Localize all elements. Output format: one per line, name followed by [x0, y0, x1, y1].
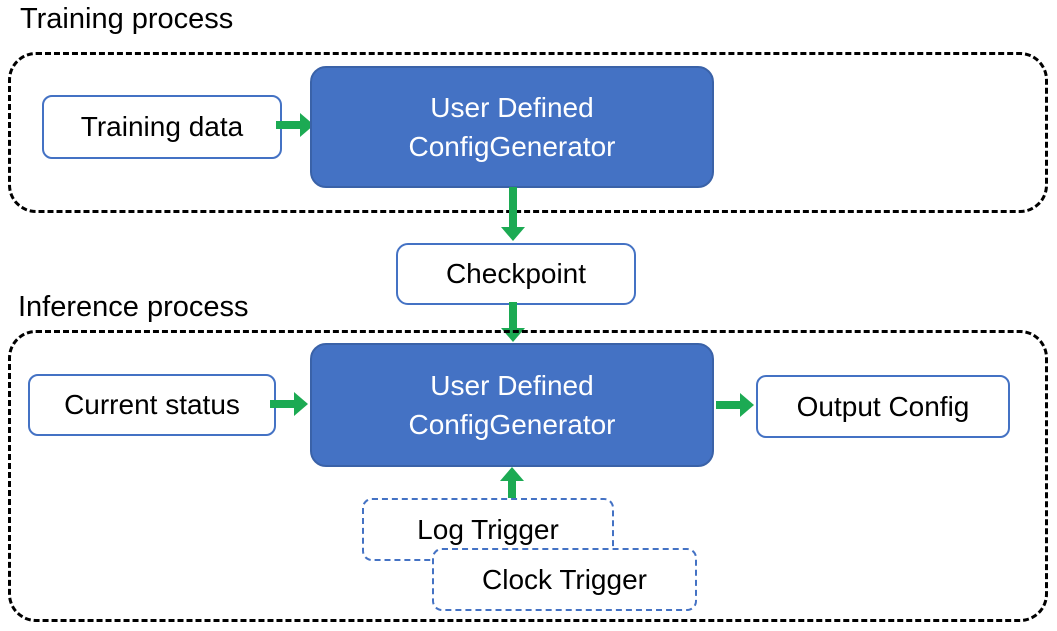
arrow-head-icon	[294, 392, 308, 416]
training-data-box: Training data	[42, 95, 282, 159]
arrow-head-icon	[740, 393, 754, 417]
arrow-generator-to-checkpoint	[501, 187, 525, 241]
arrow-head-icon	[500, 467, 524, 481]
training-generator-label-line2: ConfigGenerator	[408, 131, 616, 162]
arrow-shaft	[716, 401, 741, 409]
clock-trigger-box: Clock Trigger	[432, 548, 697, 611]
clock-trigger-label: Clock Trigger	[482, 563, 647, 595]
arrow-shaft	[508, 480, 516, 498]
output-config-box: Output Config	[756, 375, 1010, 438]
training-generator-box: User Defined ConfigGenerator	[310, 66, 714, 188]
current-status-label: Current status	[64, 389, 240, 420]
log-trigger-label: Log Trigger	[417, 513, 559, 545]
checkpoint-label: Checkpoint	[445, 258, 587, 289]
inference-generator-box: User Defined ConfigGenerator	[310, 343, 714, 467]
training-generator-label-line1: User Defined	[430, 92, 594, 123]
arrow-shaft	[276, 121, 301, 129]
arrow-head-icon	[501, 227, 525, 241]
arrow-generator-to-output-config	[716, 393, 754, 417]
inference-process-title: Inference process	[18, 291, 249, 323]
inference-generator-label-line2: ConfigGenerator	[408, 409, 616, 440]
training-process-title: Training process	[20, 3, 234, 35]
checkpoint-box: Checkpoint	[396, 243, 636, 305]
arrow-current-status-to-generator	[270, 392, 308, 416]
training-process-container	[8, 52, 1048, 213]
current-status-box: Current status	[28, 374, 276, 436]
arrow-triggers-to-generator	[500, 467, 524, 498]
inference-generator-label-line1: User Defined	[430, 370, 594, 401]
arrow-training-data-to-generator	[276, 113, 314, 137]
training-data-label: Training data	[80, 111, 244, 142]
inference-process-container	[8, 330, 1048, 622]
output-config-label: Output Config	[796, 390, 970, 422]
arrow-shaft	[509, 302, 517, 329]
arrow-shaft	[509, 187, 517, 228]
arrow-shaft	[270, 400, 295, 408]
